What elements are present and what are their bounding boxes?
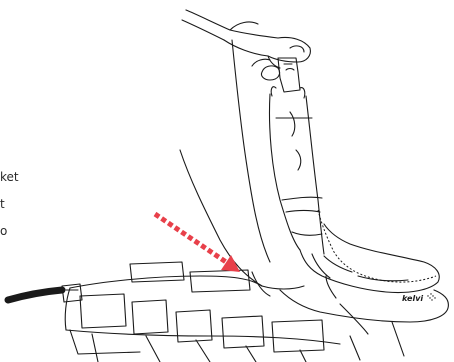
leg-outline (180, 40, 304, 289)
brand-logo: kelvi (402, 294, 423, 303)
brand-logo-dots (427, 293, 435, 300)
support-pad (65, 262, 404, 362)
foot-boot (252, 224, 448, 334)
dashed-arrow-icon (155, 214, 240, 272)
stitch-line (318, 210, 436, 282)
hand-illustration (182, 10, 310, 80)
power-cord (8, 290, 62, 300)
leg-sleeve (269, 94, 324, 254)
